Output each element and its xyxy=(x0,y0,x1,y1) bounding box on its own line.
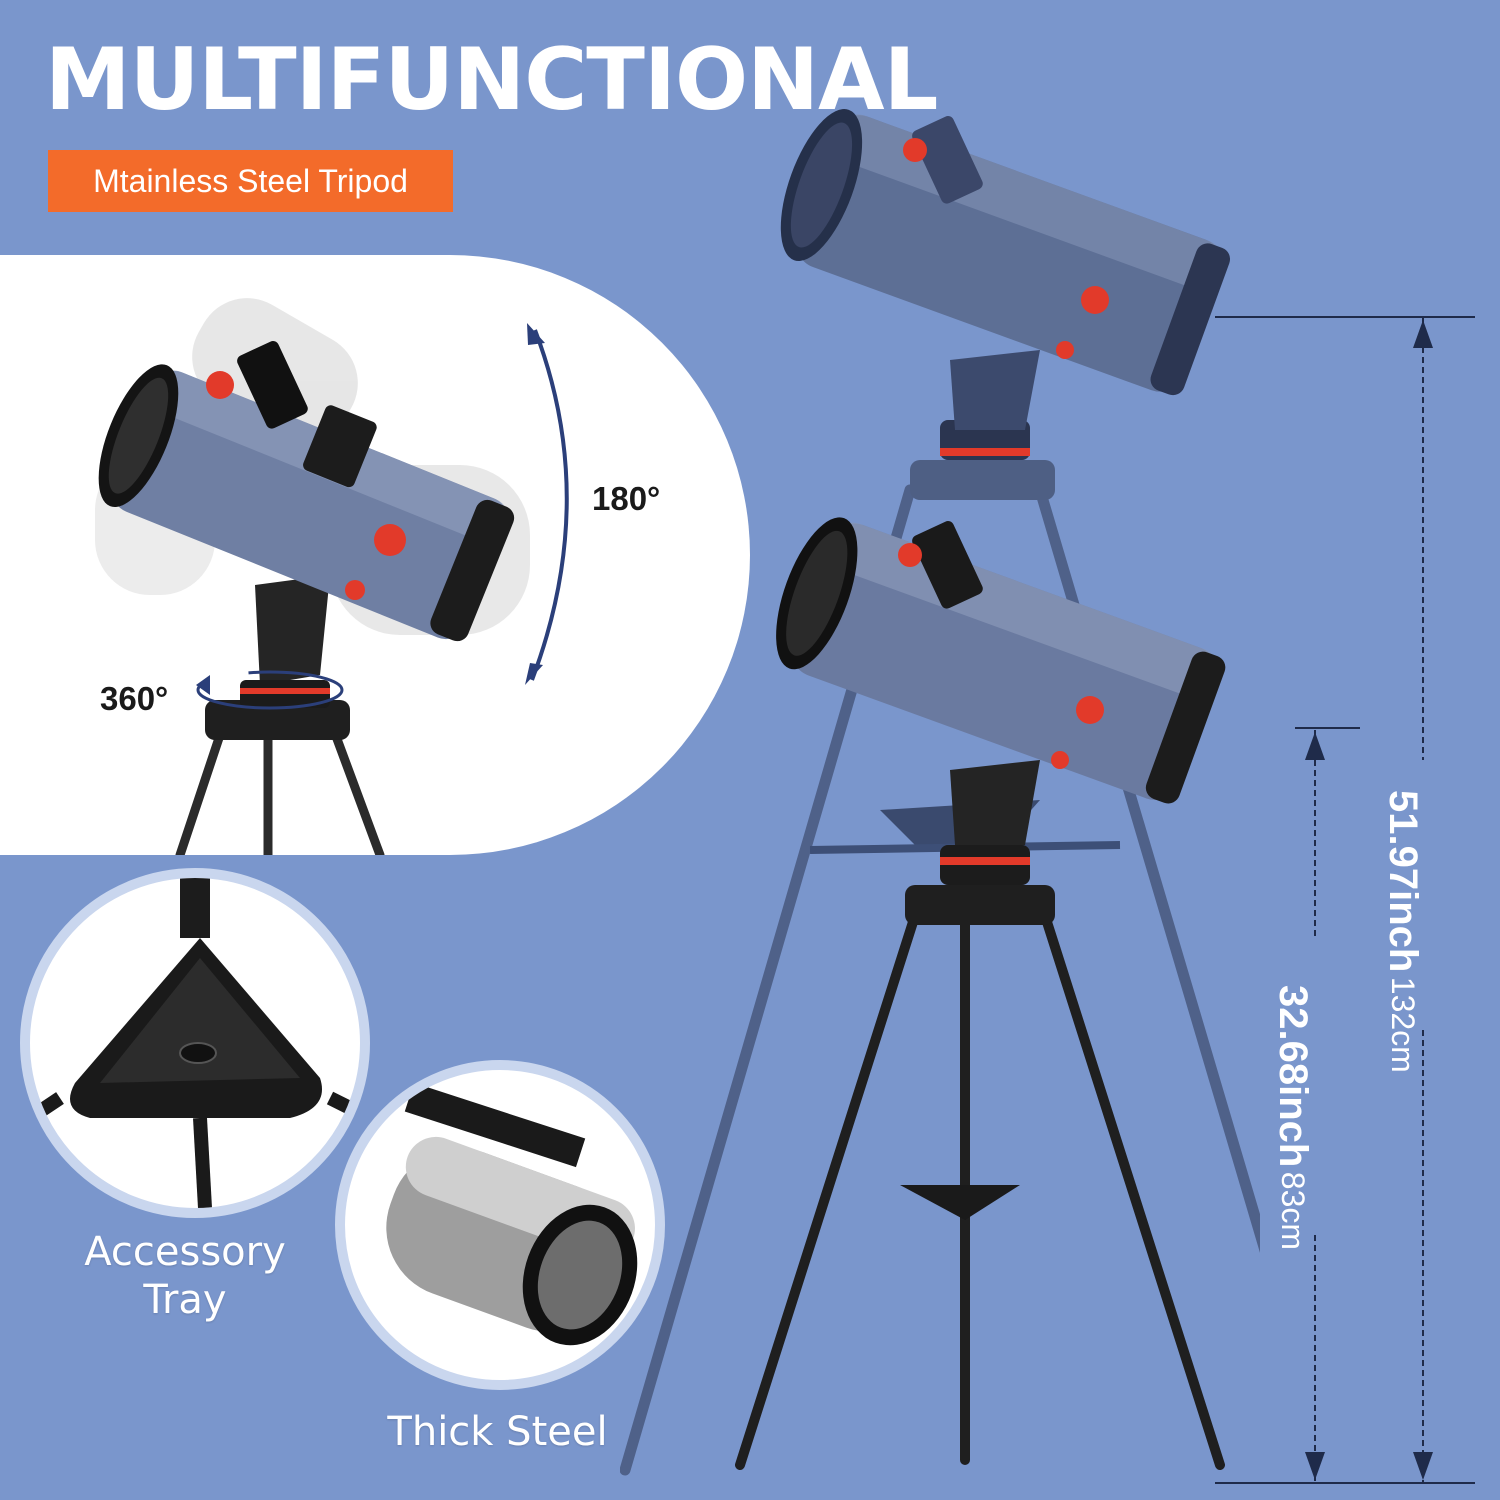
subtitle-badge: Mtainless Steel Tripod xyxy=(48,150,453,212)
headline: MULTIFUNCTIONAL xyxy=(45,30,938,130)
horizontal-rotation-label: 360° xyxy=(100,680,169,717)
thick-steel-detail xyxy=(335,1060,665,1390)
accessory-tray-caption-line2: Tray xyxy=(143,1277,227,1323)
telescope-height-comparison-illustration xyxy=(620,109,1260,1476)
min-height-cm: 83cm xyxy=(1275,1171,1311,1251)
steel-tube-illustration xyxy=(386,1082,638,1346)
max-height-cm: 132cm xyxy=(1385,976,1421,1073)
max-height-label: 51.97inch 132cm xyxy=(1380,790,1425,1073)
min-height-inch: 32.68inch xyxy=(1271,985,1315,1168)
rotation-panel: 180° 360° xyxy=(0,255,750,855)
height-dimension-lines xyxy=(1215,316,1475,1484)
min-height-label: 32.68inch 83cm xyxy=(1270,985,1315,1250)
accessory-tray-caption-line1: Accessory xyxy=(84,1229,286,1275)
thick-steel-caption: Thick Steel xyxy=(387,1409,608,1455)
accessory-tray-detail xyxy=(20,868,370,1218)
max-height-inch: 51.97inch xyxy=(1381,790,1425,973)
rotating-telescope-illustration xyxy=(95,298,569,855)
accessory-tray-caption: Accessory Tray xyxy=(70,1228,300,1324)
vertical-rotation-label: 180° xyxy=(592,480,661,517)
accessory-tray-illustration xyxy=(30,878,360,1208)
